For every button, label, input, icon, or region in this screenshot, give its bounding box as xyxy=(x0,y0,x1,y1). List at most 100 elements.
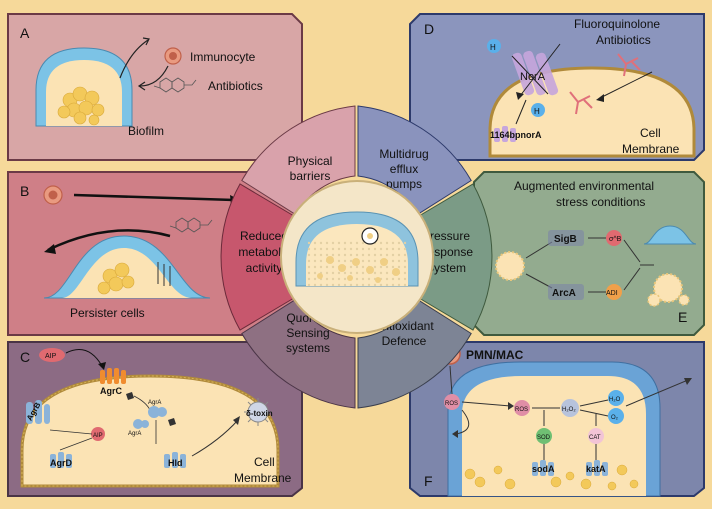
cat-label: CAT xyxy=(589,435,601,441)
h2o-icon xyxy=(608,390,624,406)
o2-icon xyxy=(608,408,624,424)
antibiotic-molecule-icon xyxy=(153,77,197,93)
nora-gene-icon xyxy=(494,126,516,142)
aip-top-icon xyxy=(39,348,65,362)
cell-membrane-d-line2: Membrane xyxy=(622,142,680,156)
panel-b-letter: B xyxy=(20,183,29,199)
arrow-b-straight xyxy=(73,193,235,202)
panel-f-letter: F xyxy=(424,473,433,489)
sigb-box xyxy=(548,230,584,246)
h2o-label: H₂O xyxy=(609,397,621,403)
panel-e-letter: E xyxy=(678,309,687,325)
panel-a: A Immunocyte Antibiotics Biofilm xyxy=(7,13,303,161)
sod-icon xyxy=(536,428,552,444)
aip-top-label: AIP xyxy=(45,353,57,360)
delta-toxin-label: δ-toxin xyxy=(246,409,273,418)
aip-mid-label: AIP xyxy=(93,433,103,439)
bacteria-scatter-f xyxy=(464,464,639,491)
arca-label: ArcA xyxy=(552,288,576,299)
segment-efflux-pumps xyxy=(357,105,472,216)
ros-icon-1 xyxy=(444,394,460,410)
agrd-gene-icon xyxy=(50,452,72,468)
immunocyte-label: Immunocyte xyxy=(190,50,256,64)
fq-molecule-out-icon xyxy=(617,53,641,77)
seg-efflux-line1b: efflux xyxy=(390,162,418,176)
mechanism-wheel: Physical barriers Multidrug efflux pumps… xyxy=(220,105,493,409)
stress-title-line2: stress conditions xyxy=(556,195,645,209)
seg-pressure-line3: System xyxy=(426,261,466,275)
antibiotic-molecule-icon-b xyxy=(169,217,213,233)
agrd-label: AgrD xyxy=(50,458,72,468)
ros-label-2: ROS xyxy=(515,407,528,413)
persister-label: Persister cells xyxy=(70,306,145,320)
h2o2-label: H₂O₂ xyxy=(562,407,576,413)
agra-label-2: AgrA xyxy=(128,431,141,437)
down-arrows xyxy=(157,262,171,286)
phosphate-icon-2 xyxy=(168,418,176,426)
agra-label-1: AgrA xyxy=(148,400,161,406)
hld-gene-icon xyxy=(164,452,186,468)
seg-metabolic-line1: Reduced xyxy=(240,229,288,243)
panel-d: D Fluoroquinolone Antibiotics NorA H H 1… xyxy=(409,13,705,161)
soda-gene-icon xyxy=(532,460,554,476)
bacteria-cluster-b xyxy=(97,262,135,295)
pmn-label: PMN/MAC xyxy=(466,348,524,362)
panel-c-letter: C xyxy=(20,349,30,365)
seg-physical-line2: barriers xyxy=(290,169,331,183)
o2-label: O₂ xyxy=(611,415,619,421)
seg-quorum-line2: Sensing xyxy=(286,326,329,340)
seg-efflux-line3: pumps xyxy=(386,177,422,191)
agrc-label: AgrC xyxy=(100,386,122,396)
h-ion-out-icon xyxy=(487,39,501,53)
h-ion-in-label: H xyxy=(534,107,540,116)
panel-e: Augmented environmental stress condition… xyxy=(473,171,705,336)
agra-icon-1 xyxy=(148,406,167,418)
fq-molecule-in-icon xyxy=(569,91,593,115)
nora-gene-label: 1164bpnorA xyxy=(490,130,542,140)
agra-icon-2 xyxy=(133,419,149,429)
sigma-b-label: σ^B xyxy=(609,236,622,243)
biofilm-small-icon xyxy=(643,225,697,245)
seg-metabolic-line2: metabolic xyxy=(238,245,289,259)
nora-label: NorA xyxy=(520,71,546,83)
sod-label: SOD xyxy=(537,435,551,441)
fq-title-line2: Antibiotics xyxy=(596,33,651,47)
seg-antioxidant-line2: Defence xyxy=(382,334,427,348)
cat-icon xyxy=(588,428,604,444)
panel-a-letter: A xyxy=(20,25,30,41)
kata-gene-icon xyxy=(586,460,608,476)
aip-mid-icon xyxy=(91,427,105,441)
hld-label: Hld xyxy=(168,458,183,468)
ros-icon-2 xyxy=(514,400,530,416)
arrow-a-curve xyxy=(139,65,169,87)
seg-efflux-line1: Multidrug xyxy=(379,147,428,161)
stress-title-line1: Augmented environmental xyxy=(514,179,654,193)
bacteria-cluster-a xyxy=(57,86,105,126)
seg-metabolic-line3: activity xyxy=(246,261,283,275)
antibiotics-label-a: Antibiotics xyxy=(208,79,263,93)
h2o2-icon xyxy=(561,399,579,417)
agrb-icon xyxy=(26,400,50,424)
soda-label: sodA xyxy=(532,464,555,474)
sigma-b-icon xyxy=(606,230,622,246)
h-ion-in-icon xyxy=(531,103,545,117)
phosphate-icon-1 xyxy=(126,392,134,400)
ros-label-1: ROS xyxy=(445,401,458,407)
adi-icon xyxy=(606,284,622,300)
biofilm-label: Biofilm xyxy=(128,124,164,138)
cell-membrane-d-line1: Cell xyxy=(640,126,661,140)
sigb-label: SigB xyxy=(554,234,577,245)
panel-f: PMN/MAC ROS ROS H₂O₂ H₂O O₂ SOD CAT sodA xyxy=(409,341,705,497)
fq-title-line1: Fluoroquinolone xyxy=(574,17,660,31)
cell-membrane-c-line1: Cell xyxy=(254,455,275,469)
arrow-b-curve xyxy=(47,229,171,252)
seg-pressure-line1: Pressure xyxy=(422,229,470,243)
panel-c: C AIP AgrC AgrB AgrA AgrA AIP AgrD xyxy=(7,341,303,497)
center-bacteria xyxy=(317,256,400,283)
agrc-receptor-icon xyxy=(100,368,126,384)
segment-quorum-sensing xyxy=(241,298,356,409)
seg-quorum-line3: systems xyxy=(286,341,330,355)
seg-physical-line1: Physical xyxy=(288,154,333,168)
